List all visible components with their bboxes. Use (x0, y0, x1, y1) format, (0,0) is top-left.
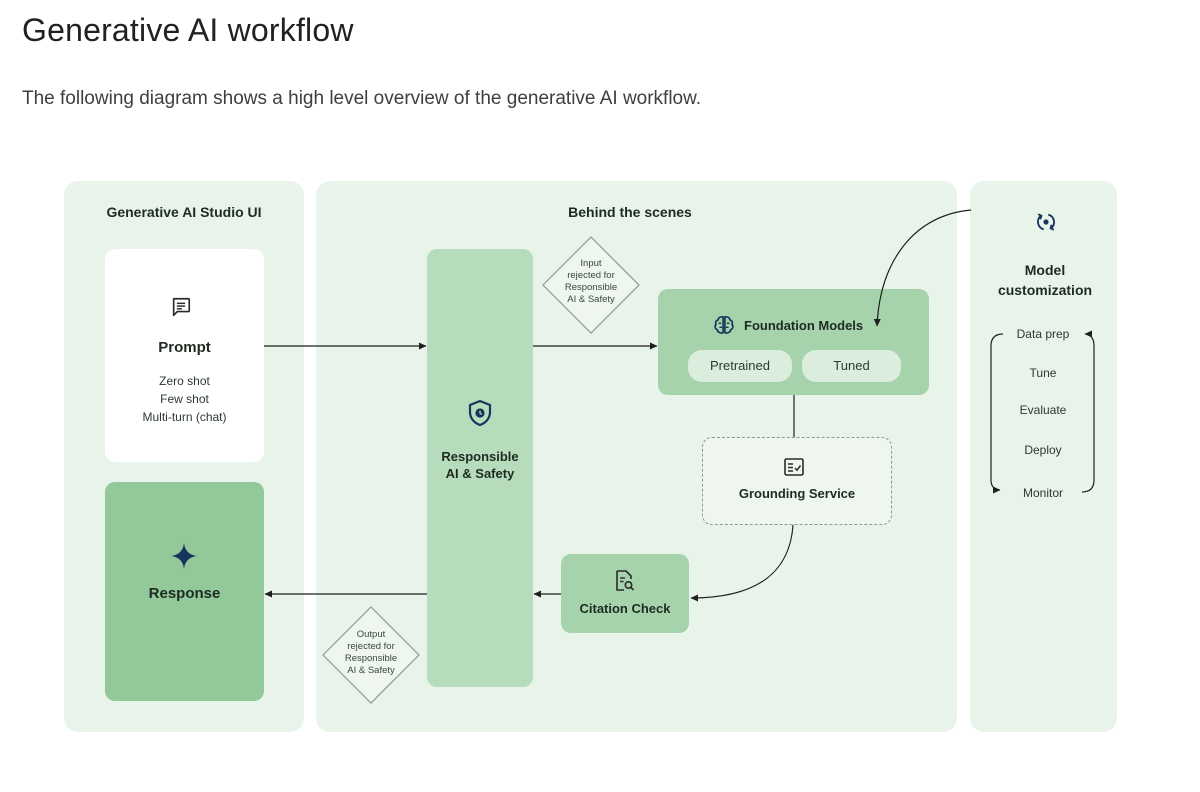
step-deploy[interactable]: Deploy (1024, 443, 1062, 457)
input-rejected-line3: Responsible (564, 282, 618, 293)
brain-icon (713, 315, 735, 340)
safety-title-line1: Responsible (441, 449, 519, 464)
citation-check-block[interactable]: Citation Check (561, 554, 689, 633)
cycle-icon (1035, 211, 1057, 238)
customization-title-line1: Model (1024, 262, 1066, 278)
customization-title-line2: customization (997, 282, 1093, 298)
safety-title-line2: AI & Safety (445, 466, 515, 481)
tuned-pill[interactable]: Tuned (802, 350, 901, 382)
page-title: Generative AI workflow (22, 12, 354, 48)
citation-check-title: Citation Check (579, 601, 671, 616)
input-rejected-line1: Input (580, 258, 602, 269)
page-description: The following diagram shows a high level… (22, 88, 702, 109)
input-rejected-line2: rejected for (567, 270, 615, 281)
prompt-item-zero-shot: Zero shot (159, 374, 210, 388)
grounding-service-title: Grounding Service (738, 486, 856, 501)
step-tune[interactable]: Tune (1029, 366, 1057, 380)
responsible-ai-safety-block[interactable]: Responsible AI & Safety (427, 249, 533, 687)
prompt-title: Prompt (158, 339, 211, 356)
sparkle-icon (170, 542, 198, 575)
chat-icon (170, 296, 192, 323)
step-monitor[interactable]: Monitor (1022, 486, 1063, 500)
pretrained-pill[interactable]: Pretrained (688, 350, 792, 382)
checklist-icon (784, 458, 804, 481)
output-rejected-line4: AI & Safety (347, 665, 395, 676)
foundation-models-title: Foundation Models (744, 318, 864, 333)
behind-scenes-title: Behind the scenes (568, 204, 692, 220)
output-rejected-line1: Output (356, 629, 386, 640)
shield-clock-icon (468, 399, 492, 431)
response-card[interactable]: Response (105, 482, 264, 701)
grounding-service-block[interactable]: Grounding Service (702, 437, 892, 525)
output-rejected-line2: rejected for (347, 641, 395, 652)
document-search-icon (615, 570, 635, 597)
step-data-prep[interactable]: Data prep (1016, 327, 1070, 341)
prompt-item-few-shot: Few shot (160, 392, 209, 406)
response-title: Response (148, 585, 221, 602)
prompt-card[interactable]: Prompt Zero shot Few shot Multi-turn (ch… (105, 249, 264, 462)
studio-panel-title: Generative AI Studio UI (106, 204, 262, 220)
step-evaluate[interactable]: Evaluate (1019, 403, 1067, 417)
prompt-item-multi-turn: Multi-turn (chat) (142, 410, 227, 424)
output-rejected-line3: Responsible (344, 653, 398, 664)
input-rejected-line4: AI & Safety (567, 294, 615, 305)
